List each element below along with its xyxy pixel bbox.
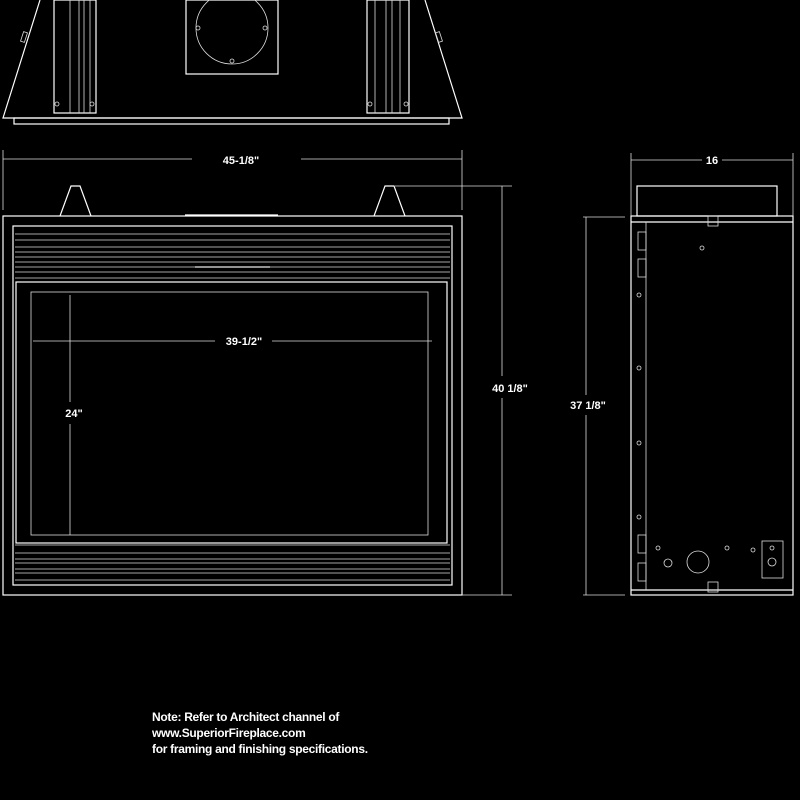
top-louvers xyxy=(15,233,450,279)
note-line-2: www.SuperiorFireplace.com xyxy=(152,726,306,740)
viewing-area xyxy=(30,291,429,536)
side-height-dimension: 37 1/8" xyxy=(570,216,625,596)
overall-width-label: 45-1/8" xyxy=(223,155,259,167)
overall-height-label: 40 1/8" xyxy=(492,383,528,395)
vent-collar xyxy=(185,0,279,75)
right-channel xyxy=(366,0,410,114)
opening-height-dimension: 24" xyxy=(65,295,83,535)
depth-label: 16 xyxy=(706,155,718,167)
note-line-1: Note: Refer to Architect channel of xyxy=(152,710,340,724)
side-height-label: 37 1/8" xyxy=(570,400,606,412)
opening-width-dimension: 39-1/2" xyxy=(33,336,432,348)
gas-connection-plate xyxy=(761,540,784,579)
front-view xyxy=(2,185,463,596)
left-channel xyxy=(53,0,97,114)
depth-dimension: 16 xyxy=(630,153,794,216)
side-view xyxy=(630,185,794,596)
bottom-louvers xyxy=(15,544,450,581)
glass-frame xyxy=(15,281,448,544)
overall-height-dimension: 40 1/8" xyxy=(395,185,528,596)
note-line-3: for framing and finishing specifications… xyxy=(152,742,368,756)
opening-width-label: 39-1/2" xyxy=(226,336,262,348)
framing-note: Note: Refer to Architect channel of www.… xyxy=(152,709,368,757)
opening-height-label: 24" xyxy=(65,408,82,420)
overall-width-dimension: 45-1/8" xyxy=(2,150,463,210)
top-view xyxy=(2,0,463,125)
